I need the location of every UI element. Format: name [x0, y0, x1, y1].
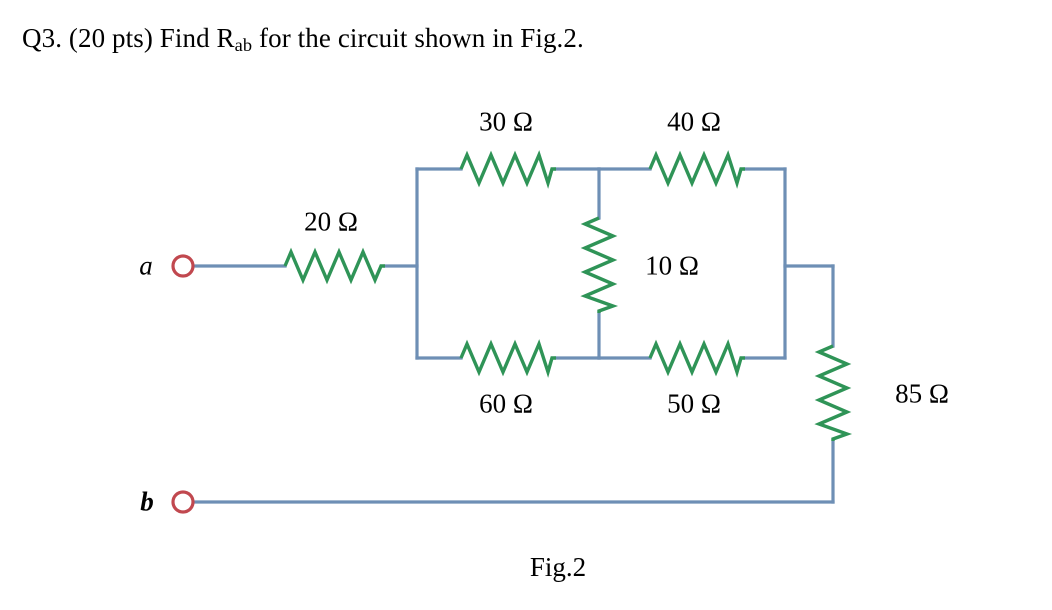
question-subscript: ab [234, 35, 253, 56]
component-label-r10: 10 Ω [645, 250, 699, 281]
terminal-label-b: b [140, 486, 154, 517]
terminal-label-a: a [139, 250, 153, 281]
resistor-r20-symbol [283, 247, 385, 285]
component-label-r50: 50 Ω [667, 388, 721, 419]
resistor-r30-symbol [459, 150, 556, 189]
component-label-r40: 40 Ω [667, 106, 721, 137]
component-label-r85: 85 Ω [895, 378, 949, 409]
resistor-r85-symbol [814, 344, 853, 441]
component-label-r60: 60 Ω [479, 388, 533, 419]
terminal-b-circle [171, 490, 195, 514]
resistor-r40-symbol [648, 150, 745, 189]
terminal-a-circle [171, 254, 195, 278]
component-label-r20: 20 Ω [304, 206, 358, 237]
resistor-r60-symbol [459, 339, 556, 378]
question-text-prefix: Q3. (20 pts) Find R [22, 23, 235, 53]
question-text-suffix: for the circuit shown in Fig.2. [252, 23, 584, 53]
page-title: Q3. (20 pts) Find Rab for the circuit sh… [22, 22, 584, 57]
resistor-r10-symbol [580, 216, 619, 313]
component-label-r30: 30 Ω [479, 106, 533, 137]
figure-caption: Fig.2 [529, 552, 587, 582]
resistor-r50-symbol [648, 339, 745, 378]
